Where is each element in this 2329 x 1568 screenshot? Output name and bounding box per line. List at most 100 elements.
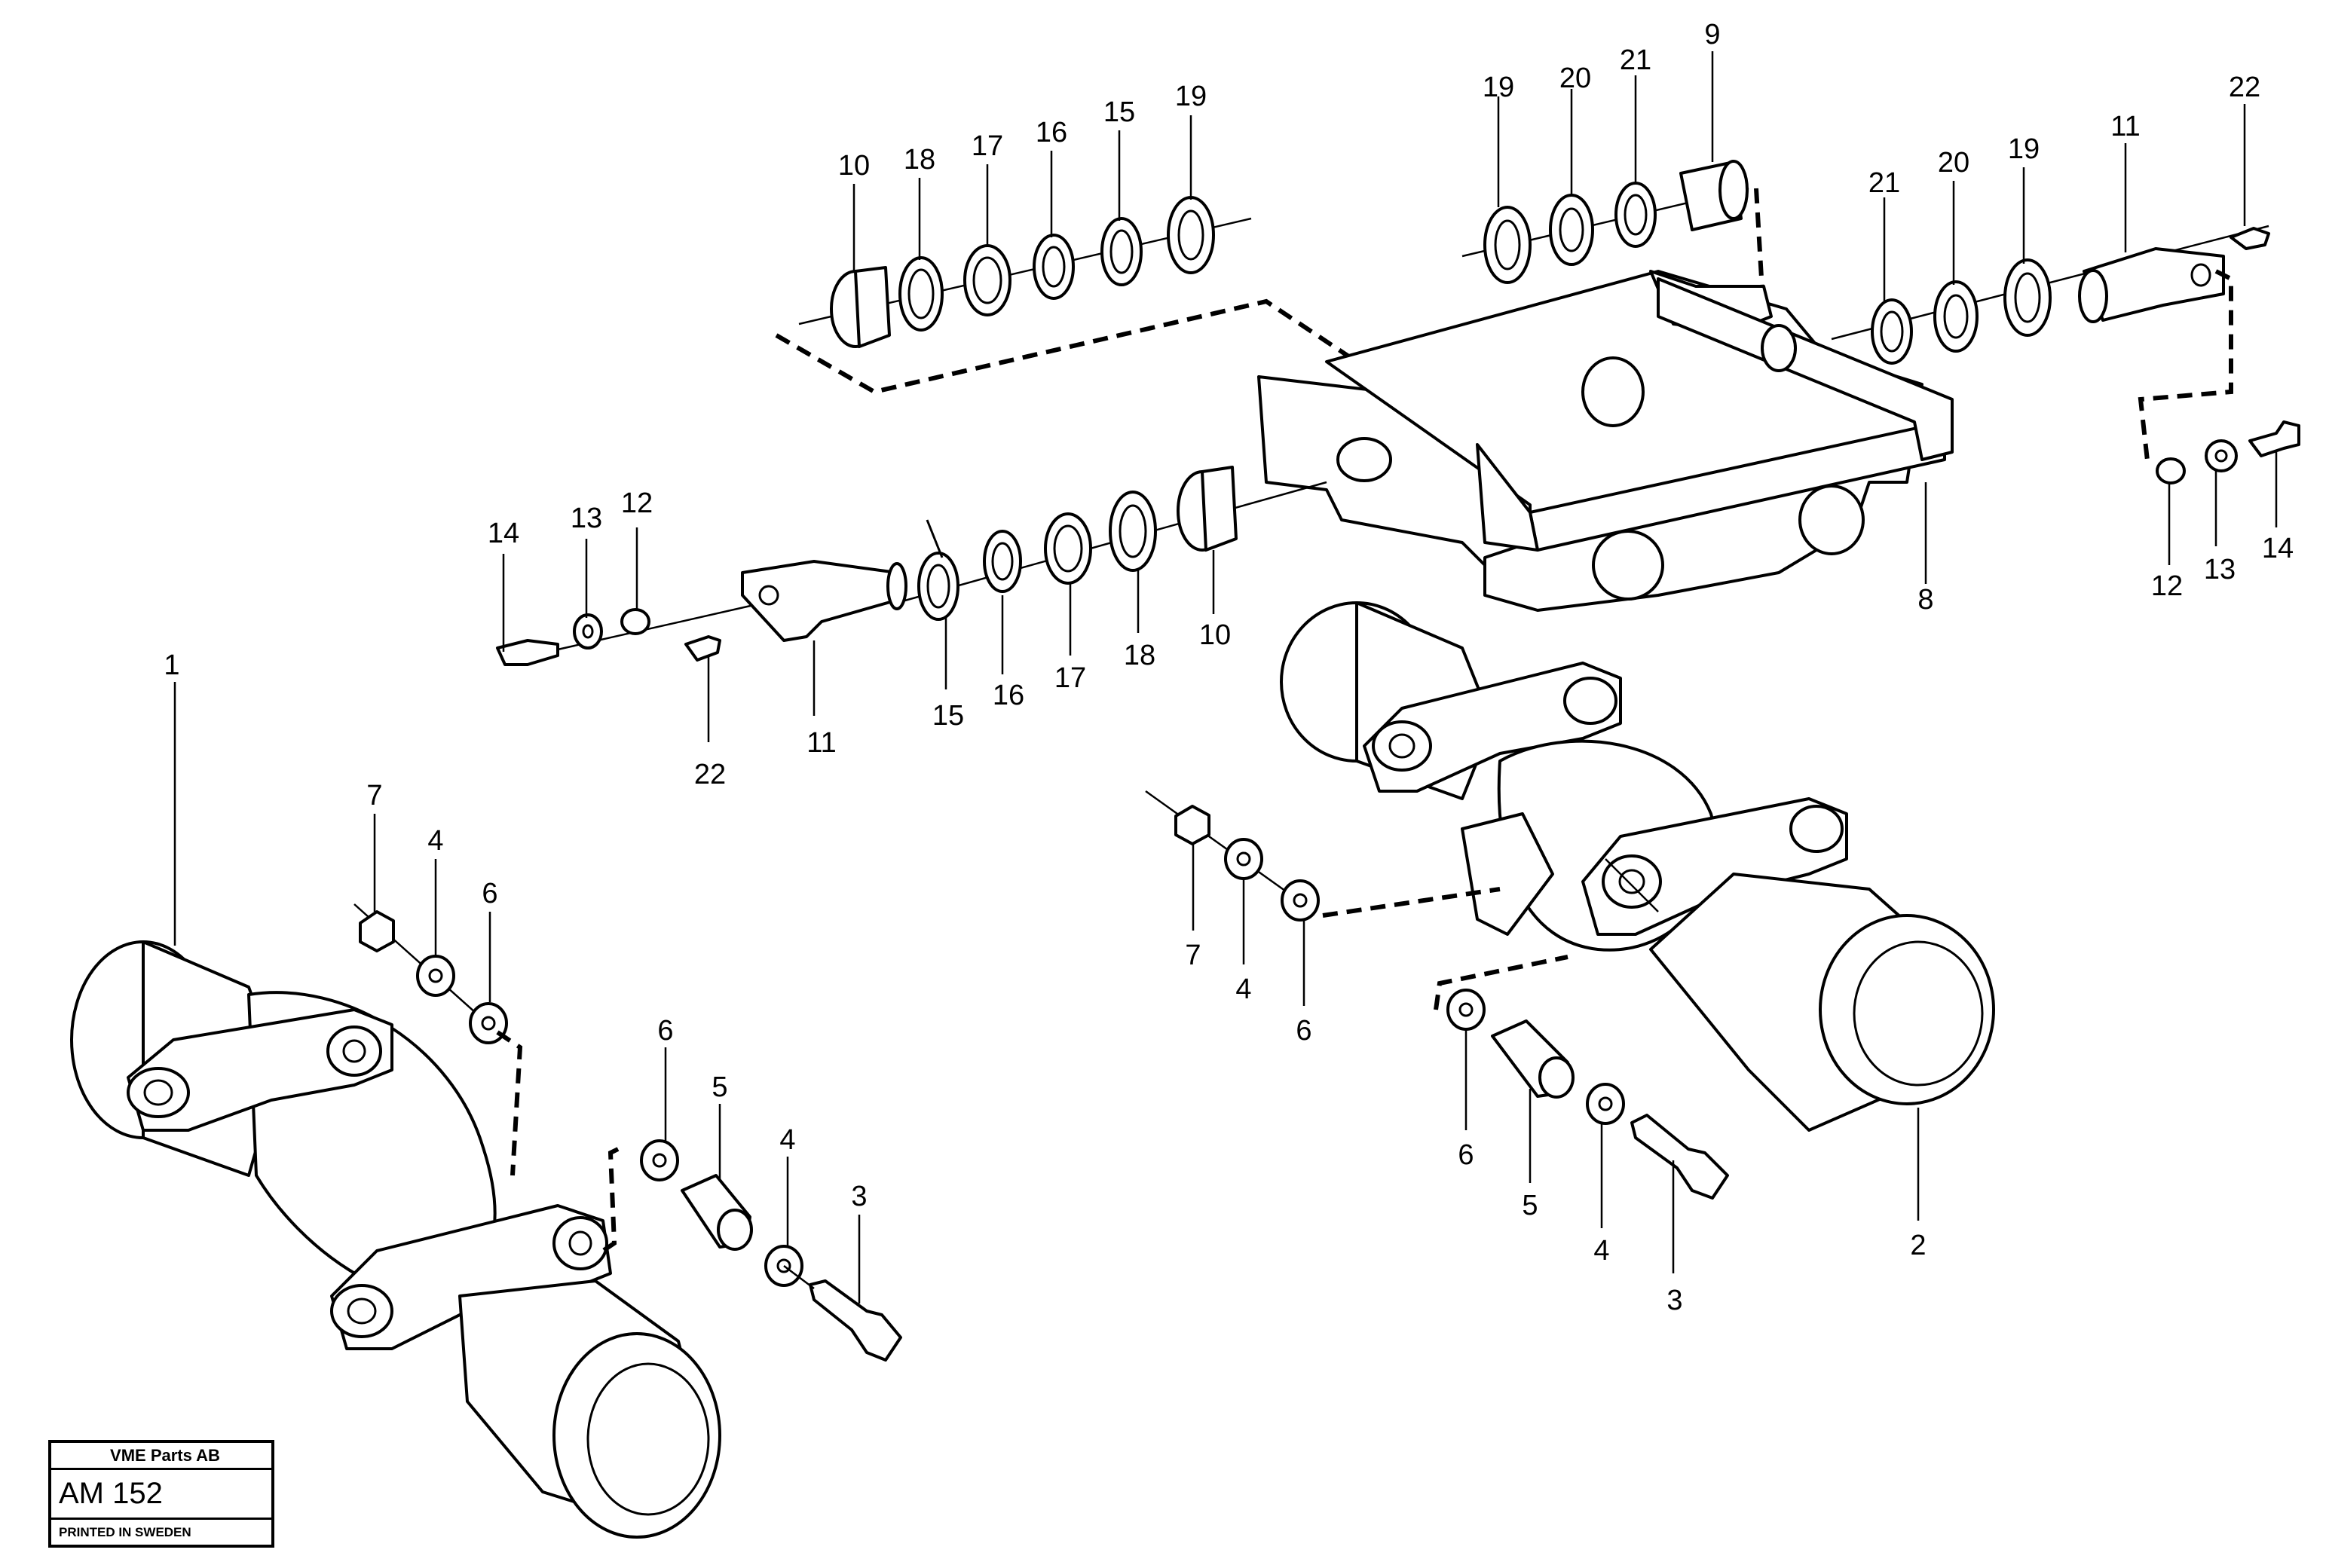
bolt-3-right: [1630, 1114, 1729, 1200]
topright-ring-stack: [1461, 160, 1749, 284]
seal-19-topright: [1483, 206, 1532, 284]
bushing-10-top-body: [854, 266, 891, 348]
left-axle-hub-front: [552, 1332, 721, 1539]
callout-6-right-bottom: 6: [1458, 1139, 1474, 1171]
callout-19-right: 19: [2008, 133, 2040, 165]
callout-11-left: 11: [806, 727, 836, 759]
ring-16-top: [1033, 234, 1075, 300]
grease-nipple-22-right: [2230, 227, 2270, 250]
bolt-14-right: [2248, 420, 2300, 457]
nut-7-left: [359, 910, 395, 952]
mid-ring-stack: [896, 466, 1327, 621]
callout-1: 1: [164, 650, 179, 681]
callout-6-left-bottom: 6: [657, 1015, 673, 1047]
callout-3-left: 3: [851, 1181, 867, 1212]
left-top-fasteners: [353, 903, 508, 1044]
washer-4-left-top: [416, 955, 455, 997]
seal-19-top: [1167, 196, 1215, 274]
callout-11-right: 11: [2110, 111, 2140, 142]
callout-3-right: 3: [1666, 1285, 1682, 1316]
callout-17-mid: 17: [1054, 662, 1086, 694]
ring-21-topright: [1614, 182, 1657, 248]
right-axle-hub-front: [1819, 914, 1995, 1105]
callout-22-right: 22: [2229, 72, 2260, 103]
frame-bore-upper: [1581, 356, 1645, 427]
callout-20-right: 20: [1938, 147, 1969, 179]
callout-15-top: 15: [1103, 96, 1135, 128]
seal-19-right: [2003, 258, 2052, 337]
circlip-15-mid: [917, 552, 959, 621]
callout-22-left: 22: [694, 759, 726, 790]
callout-6-right-top: 6: [1296, 1015, 1311, 1047]
callout-4-left-top: 4: [427, 825, 443, 857]
washer-6-right-top: [1281, 879, 1320, 922]
callout-12-left: 12: [621, 488, 653, 519]
left-bottom-fasteners: [601, 1139, 902, 1362]
callout-16-mid: 16: [993, 680, 1024, 711]
washer-13-right: [2205, 439, 2238, 472]
frame-bore-pin: [1336, 437, 1392, 482]
frame-bore-right: [1798, 484, 1865, 555]
washer-4-right-top: [1224, 838, 1263, 880]
callout-15-mid: 15: [932, 700, 964, 732]
washer-13-left: [573, 613, 603, 650]
callout-10-mid: 10: [1199, 619, 1231, 651]
top-ring-stack: [798, 196, 1252, 348]
callout-18-mid: 18: [1124, 640, 1155, 671]
circlip-15-top: [1100, 217, 1143, 286]
callout-18-top: 18: [904, 144, 935, 176]
callout-4-right-top: 4: [1235, 974, 1251, 1005]
callout-7-right: 7: [1185, 940, 1201, 971]
callout-21-right: 21: [1868, 167, 1900, 199]
frame-bore-left: [1592, 530, 1664, 601]
title-block-printed: PRINTED IN SWEDEN: [59, 1524, 191, 1539]
right-ring-stack: [1831, 225, 2270, 365]
right-axle-2: [1280, 601, 1995, 1132]
top-ring-leaders: [852, 115, 1192, 271]
washer-6-right-bottom: [1446, 989, 1486, 1031]
title-block-drawing-code: AM 152: [51, 1470, 271, 1520]
title-block-company: VME Parts AB: [51, 1443, 271, 1470]
callout-14-left: 14: [488, 518, 519, 549]
pin-11-right: [2083, 247, 2225, 322]
callout-4-right-bottom: 4: [1593, 1235, 1609, 1267]
pin-11-left: [741, 560, 902, 642]
callout-17-top: 17: [972, 130, 1003, 162]
title-block: VME Parts AB AM 152 PRINTED IN SWEDEN: [48, 1440, 274, 1548]
spacer-12-left: [620, 608, 650, 635]
washer-4-right-bottom: [1586, 1083, 1625, 1125]
callout-12-right: 12: [2151, 570, 2183, 602]
left-axle-arm-upper: [127, 1008, 393, 1132]
callout-4-left-bottom: 4: [779, 1124, 795, 1156]
grease-nipple-22-left: [684, 635, 721, 662]
spacer-12-right: [2156, 457, 2186, 484]
right-bottom-fasteners: [1434, 955, 1729, 1200]
ring-17-mid: [1044, 512, 1092, 585]
ring-20-right: [1933, 280, 1979, 353]
callout-10-top: 10: [838, 150, 870, 182]
callout-6-left-top: 6: [482, 878, 497, 909]
bogie-frame-8: [1257, 270, 1954, 612]
bolt-3-left: [809, 1279, 902, 1362]
callout-9: 9: [1704, 19, 1720, 50]
right-axle-arm-upper: [1363, 662, 1622, 793]
callout-13-right: 13: [2204, 554, 2236, 585]
callout-13-left: 13: [571, 503, 602, 534]
left-pin-set: [496, 560, 907, 666]
callout-8: 8: [1917, 584, 1933, 616]
callout-2: 2: [1910, 1230, 1926, 1261]
ring-17-top: [963, 244, 1011, 316]
callout-14-right: 14: [2262, 533, 2294, 564]
left-axle-1: [70, 940, 721, 1539]
callout-16-top: 16: [1036, 117, 1067, 148]
bolt-14-left: [496, 639, 559, 666]
callout-5-right: 5: [1522, 1190, 1538, 1221]
right-fasteners: [2156, 420, 2300, 484]
callout-21-topright: 21: [1620, 44, 1651, 76]
ring-18-mid: [1109, 491, 1157, 572]
callout-5-left: 5: [712, 1071, 727, 1103]
ring-20-topright: [1549, 194, 1594, 266]
callout-20-topright: 20: [1559, 63, 1591, 94]
ring-21-right: [1871, 298, 1913, 365]
